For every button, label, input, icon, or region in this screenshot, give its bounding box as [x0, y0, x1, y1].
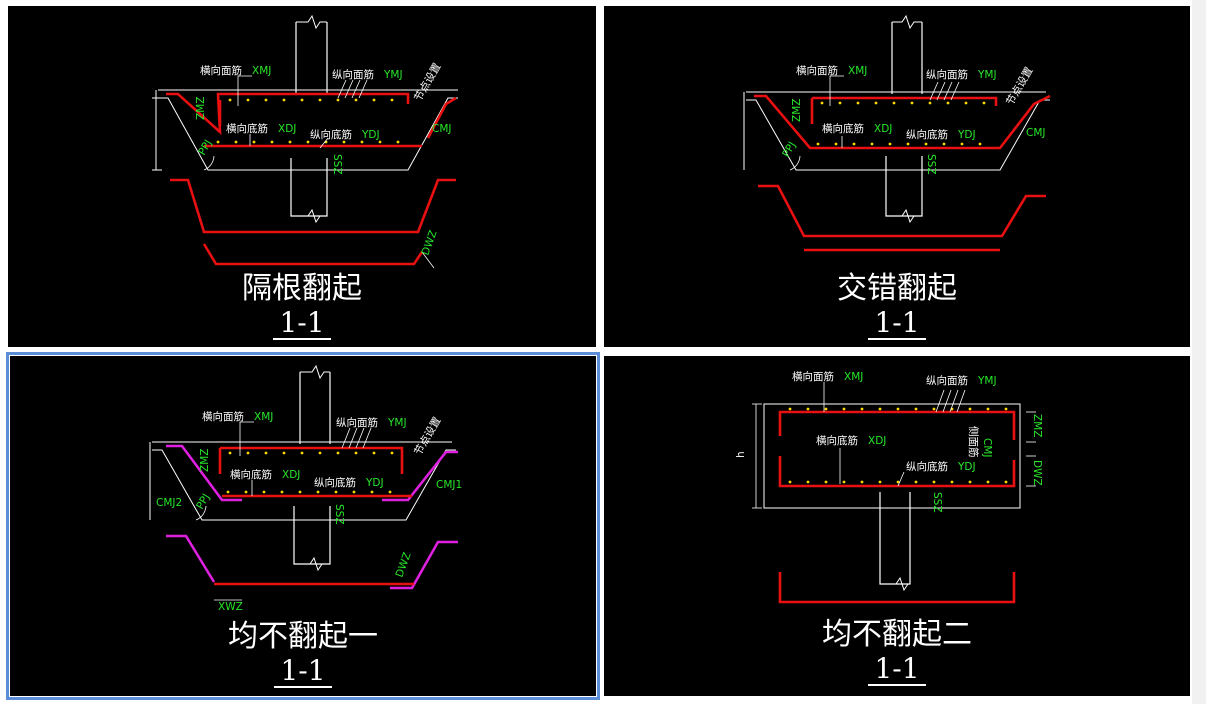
option-panel-no-bend-two[interactable]: 横向面筋 XMJ 纵向面筋 YMJ 横向底筋 XDJ 纵向底筋 YDJ 侧面筋 … [604, 356, 1190, 696]
panel-caption: 隔根翻起 [242, 271, 362, 306]
section-drawing [149, 364, 458, 601]
section-drawing [152, 14, 458, 269]
section-label: 1-1 [868, 308, 926, 340]
option-panel-no-bend-one[interactable]: 横向面筋 XMJ 纵向面筋 YMJ 横向底筋 XDJ 纵向底筋 YDJ CMJ1… [6, 352, 600, 700]
option-panel-alternate-bent[interactable]: 横向面筋 XMJ 纵向面筋 YMJ 横向底筋 XDJ 纵向底筋 YDJ CMJ … [8, 6, 596, 347]
section-label: 1-1 [273, 308, 331, 340]
vertical-scrollbar[interactable] [1192, 0, 1206, 704]
panel-caption: 均不翻起一 [228, 619, 378, 654]
section-drawing [743, 14, 1051, 252]
option-panel-staggered-bent[interactable]: 横向面筋 XMJ 纵向面筋 YMJ 横向底筋 XDJ 纵向底筋 YDJ CMJ … [604, 6, 1190, 347]
section-label: 1-1 [274, 656, 332, 688]
section-drawing [752, 382, 1036, 604]
rebar-dots [216, 98, 400, 144]
section-label: 1-1 [868, 654, 926, 686]
panel-caption: 均不翻起二 [822, 617, 972, 652]
panel-caption: 交错翻起 [837, 271, 957, 306]
